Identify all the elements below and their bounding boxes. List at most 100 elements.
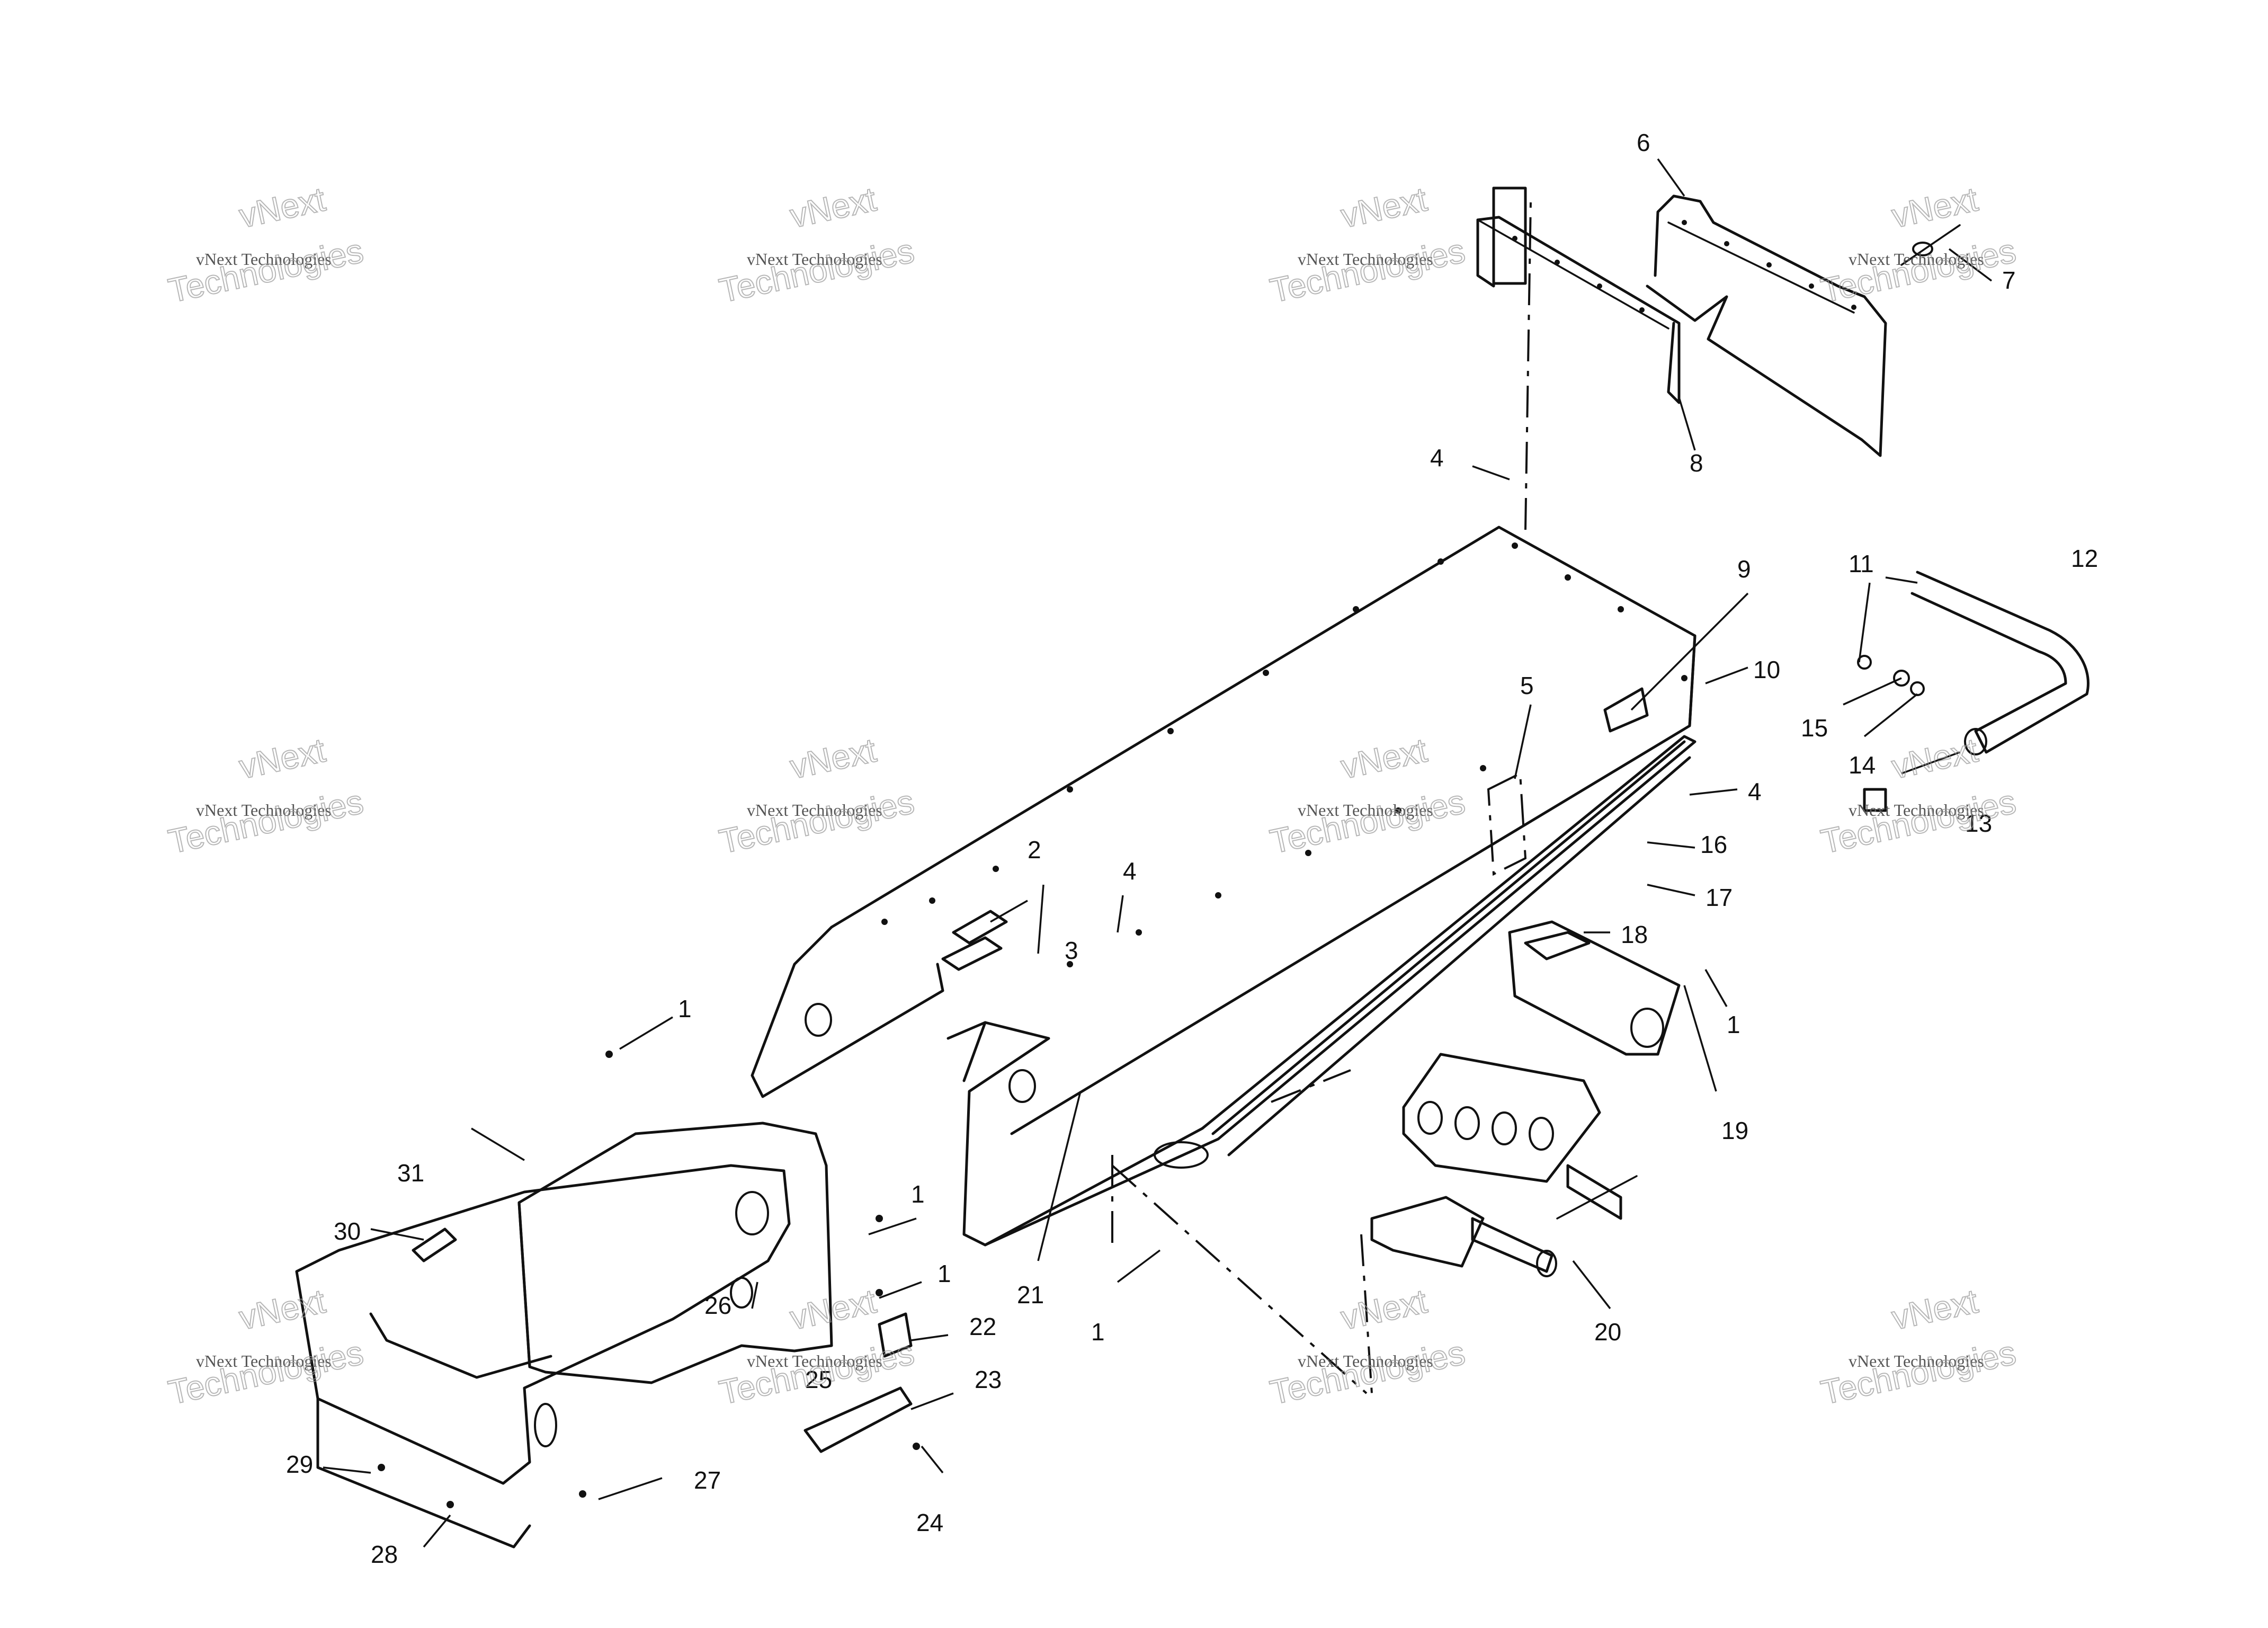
watermark: vNext Technologies vNext Technologies xyxy=(165,180,367,310)
callout-labels: 6 7 8 4 9 10 5 4 16 17 18 1 19 20 11 12 … xyxy=(286,129,2098,1568)
callout-15: 15 xyxy=(1801,714,1828,742)
svg-text:Technologies: Technologies xyxy=(716,782,917,861)
callout-4-top: 4 xyxy=(1430,444,1444,472)
watermark: vNext Technologies vNext Technologies xyxy=(716,180,918,310)
svg-text:vNext Technologies: vNext Technologies xyxy=(1849,250,1984,269)
rear-bumper-part xyxy=(1910,571,2090,755)
svg-text:vNext Technologies: vNext Technologies xyxy=(196,250,332,269)
callout-1-mid-left: 1 xyxy=(911,1180,925,1208)
callout-1-right: 1 xyxy=(1727,1011,1740,1038)
callout-2: 2 xyxy=(1028,836,1041,864)
callout-18: 18 xyxy=(1621,921,1648,948)
svg-text:vNext: vNext xyxy=(787,731,879,786)
callout-12: 12 xyxy=(2071,545,2098,572)
svg-text:Technologies: Technologies xyxy=(1267,782,1468,861)
svg-text:vNext: vNext xyxy=(1337,1282,1430,1337)
flap-fastener-part xyxy=(1900,224,1961,266)
svg-text:vNext Technologies: vNext Technologies xyxy=(747,250,882,269)
callout-13: 13 xyxy=(1965,809,1992,837)
axle-part-20 xyxy=(1370,1175,1638,1277)
svg-text:vNext: vNext xyxy=(1888,180,1981,235)
callout-16: 16 xyxy=(1700,831,1727,858)
svg-text:vNext: vNext xyxy=(1337,731,1430,786)
svg-text:vNext Technologies: vNext Technologies xyxy=(1849,1351,1984,1371)
callout-5: 5 xyxy=(1520,672,1534,699)
callout-6: 6 xyxy=(1637,129,1650,156)
svg-text:Technologies: Technologies xyxy=(1267,232,1468,310)
leader-lines xyxy=(323,158,1993,1548)
svg-text:vNext Technologies: vNext Technologies xyxy=(747,1351,882,1371)
svg-text:vNext Technologies: vNext Technologies xyxy=(196,1351,332,1371)
running-board-tube xyxy=(1211,740,1686,1135)
tunnel-end-part-9 xyxy=(1603,687,1649,733)
watermark: vNext Technologies vNext Technologies xyxy=(1817,180,2020,310)
callout-10: 10 xyxy=(1753,656,1780,683)
svg-text:vNext: vNext xyxy=(1888,731,1981,786)
callout-4-mid: 4 xyxy=(1123,857,1137,885)
rear-flap-part xyxy=(1646,194,1887,457)
svg-text:vNext Technologies: vNext Technologies xyxy=(1849,800,1984,820)
svg-text:vNext: vNext xyxy=(236,180,328,235)
callout-3: 3 xyxy=(1065,937,1078,964)
watermark-grid: vNext Technologies vNext Technologies vN… xyxy=(165,180,2020,1412)
svg-text:vNext: vNext xyxy=(236,1282,328,1337)
callout-30: 30 xyxy=(334,1217,361,1245)
callout-8: 8 xyxy=(1690,449,1703,477)
callout-17: 17 xyxy=(1706,884,1733,911)
svg-text:vNext: vNext xyxy=(1337,180,1430,235)
callout-31: 31 xyxy=(397,1159,424,1187)
fasteners-lower-left xyxy=(378,1051,920,1508)
svg-text:vNext Technologies: vNext Technologies xyxy=(747,800,882,820)
pad-part-2a xyxy=(952,910,1008,945)
svg-text:vNext Technologies: vNext Technologies xyxy=(1298,1351,1433,1371)
callout-9: 9 xyxy=(1737,555,1751,583)
svg-text:vNext: vNext xyxy=(1888,1282,1981,1337)
svg-text:Technologies: Technologies xyxy=(716,232,917,310)
svg-text:vNext Technologies: vNext Technologies xyxy=(196,800,332,820)
svg-text:Technologies: Technologies xyxy=(1267,1333,1468,1412)
svg-text:vNext Technologies: vNext Technologies xyxy=(1298,800,1433,820)
watermark: vNext Technologies vNext Technologies xyxy=(165,731,367,861)
watermark: vNext Technologies vNext Technologies xyxy=(165,1282,367,1412)
callout-1-low-left: 1 xyxy=(937,1260,951,1287)
svg-text:Technologies: Technologies xyxy=(165,782,367,861)
tunnel-clip-part-5 xyxy=(1487,771,1527,876)
tunnel-part xyxy=(751,526,1696,1247)
callout-24: 24 xyxy=(916,1509,943,1536)
watermark: vNext Technologies vNext Technologies xyxy=(1266,731,1469,861)
callout-26: 26 xyxy=(704,1292,731,1319)
watermark: vNext Technologies vNext Technologies xyxy=(1266,1282,1469,1412)
callout-22: 22 xyxy=(969,1313,996,1340)
svg-text:Technologies: Technologies xyxy=(165,232,367,310)
flap-bracket-part xyxy=(1476,186,1681,404)
callout-7: 7 xyxy=(2002,266,2016,294)
callout-28: 28 xyxy=(371,1541,398,1568)
callout-4-right: 4 xyxy=(1748,778,1762,805)
callout-23: 23 xyxy=(975,1366,1002,1393)
svg-text:vNext Technologies: vNext Technologies xyxy=(1298,250,1433,269)
callout-1-tunnel: 1 xyxy=(1091,1318,1105,1346)
callout-27: 27 xyxy=(694,1466,721,1494)
watermark: vNext Technologies vNext Technologies xyxy=(716,731,918,861)
svg-text:vNext: vNext xyxy=(787,180,879,235)
callout-29: 29 xyxy=(286,1451,313,1478)
callout-21: 21 xyxy=(1017,1281,1044,1309)
callout-19: 19 xyxy=(1721,1117,1748,1144)
assembly-lines xyxy=(1111,201,1532,1394)
tunnel-rivet-holes xyxy=(881,542,1687,967)
callout-20: 20 xyxy=(1594,1318,1621,1346)
bulkhead-part-31 xyxy=(295,1122,833,1549)
callout-1-top-left: 1 xyxy=(678,995,692,1022)
svg-text:vNext: vNext xyxy=(787,1282,879,1337)
callout-25: 25 xyxy=(805,1366,832,1393)
svg-text:Technologies: Technologies xyxy=(1818,1333,2019,1412)
svg-text:Technologies: Technologies xyxy=(1818,782,2019,861)
callout-14: 14 xyxy=(1849,751,1876,779)
bracket-part-19 xyxy=(1402,1053,1622,1220)
callout-11: 11 xyxy=(1849,550,1874,577)
watermark: vNext Technologies vNext Technologies xyxy=(1266,180,1469,310)
chaincase-part-18 xyxy=(1508,920,1681,1056)
svg-text:vNext: vNext xyxy=(236,731,328,786)
pad-part-2b xyxy=(941,936,1003,971)
